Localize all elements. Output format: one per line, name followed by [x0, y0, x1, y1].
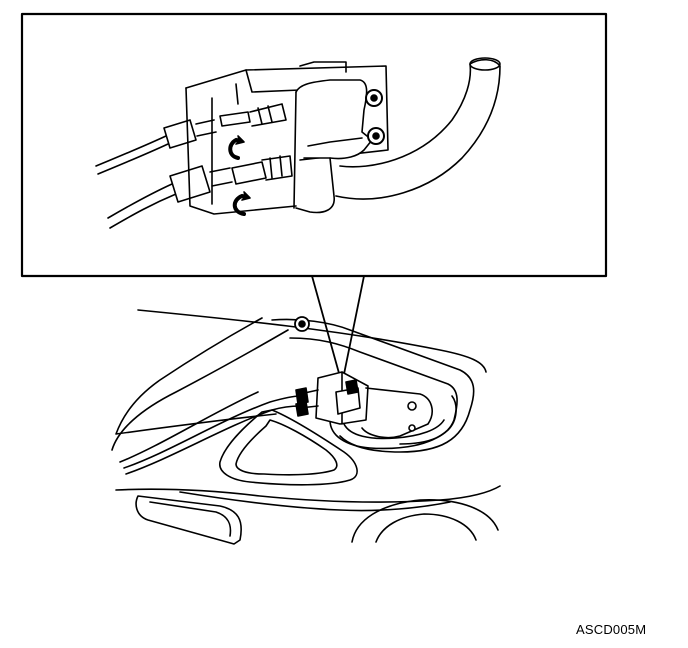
detail-callout	[20, 12, 608, 385]
door-panel-overview	[111, 309, 501, 545]
grip-end	[469, 57, 501, 71]
bracket-top-tab	[299, 61, 347, 73]
panel-triangle-opening	[219, 409, 358, 486]
enlarged-handle-assembly	[95, 57, 501, 229]
overview-cables	[123, 395, 301, 469]
cable-clip-lower	[231, 155, 293, 216]
lower-cable	[107, 165, 233, 229]
armrest-contour	[271, 318, 475, 453]
door-panel-outline	[115, 317, 277, 435]
door-panel-top-edge	[137, 309, 487, 373]
door-pocket	[135, 495, 242, 545]
inner-door-handle	[293, 57, 501, 214]
figure-id-label: ASCD005M	[576, 622, 647, 637]
speaker-recess	[351, 499, 499, 543]
handle-lever-arm	[295, 157, 335, 214]
upper-cable-sleeve	[163, 119, 197, 149]
handle-grip	[335, 58, 501, 200]
overview-handle	[295, 371, 433, 439]
handle-housing	[295, 79, 373, 160]
callout-frame	[20, 12, 608, 278]
cable-clip-upper	[219, 103, 287, 160]
handle-recess	[329, 395, 457, 450]
lower-panel-contour	[115, 485, 501, 503]
upper-cable	[95, 119, 217, 175]
